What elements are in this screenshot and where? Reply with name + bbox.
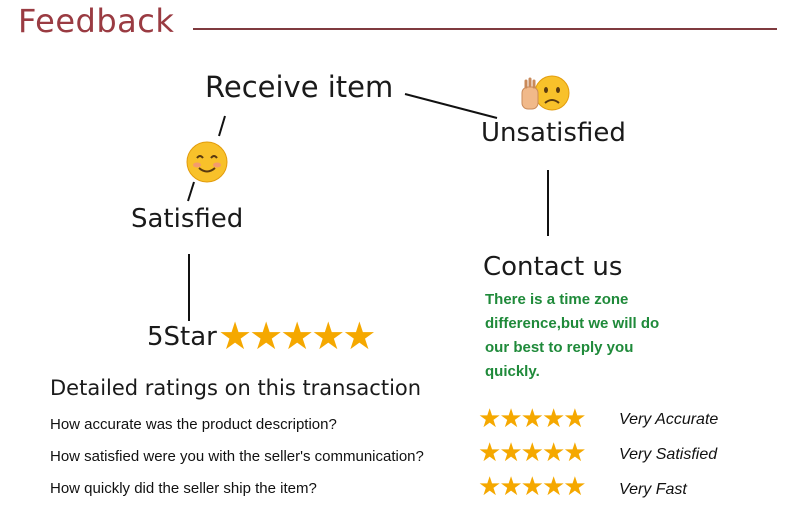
receive-item-node: Receive item [205,70,394,104]
connector-receive-satisfied-lower [187,181,195,202]
rating-stars: ★★★★★ [478,437,587,468]
star-icon: ★ [520,471,544,501]
rating-stars: ★★★★★ [478,471,587,502]
raised-hand-frowning-face-icon [518,73,574,117]
star-icon: ★ [478,437,501,467]
overall-star-rating: ★★★★★ [218,316,376,358]
star-icon: ★ [218,316,252,358]
rating-stars: ★★★★★ [478,403,587,434]
star-icon: ★ [478,403,501,433]
star-icon: ★ [342,316,376,358]
contact-note: There is a time zone difference,but we w… [485,291,660,380]
contact-us-node: Contact us [483,252,623,282]
star-icon: ★ [563,437,586,467]
page-title: Feedback [18,2,175,40]
rating-label: Very Satisfied [619,446,718,463]
rating-label: Very Accurate [619,411,719,428]
connector-receive-unsatisfied [404,93,498,119]
five-star-label: 5Star [147,322,217,352]
star-icon: ★ [541,437,565,467]
star-icon: ★ [499,403,522,433]
rating-question: How satisfied were you with the seller's… [50,448,424,465]
star-icon: ★ [499,471,522,501]
star-icon: ★ [478,471,501,501]
star-icon: ★ [249,316,283,358]
star-icon: ★ [311,316,345,358]
star-icon: ★ [520,437,544,467]
connector-receive-satisfied-upper [218,115,226,137]
star-icon: ★ [563,403,586,433]
rating-question: How accurate was the product description… [50,416,337,433]
star-icon: ★ [520,403,544,433]
star-icon: ★ [499,437,522,467]
star-icon: ★ [541,403,565,433]
ratings-heading: Detailed ratings on this transaction [50,376,422,400]
rating-question: How quickly did the seller ship the item… [50,480,317,497]
satisfied-node: Satisfied [131,204,244,234]
rating-label: Very Fast [619,481,687,498]
star-icon: ★ [563,471,586,501]
star-icon: ★ [280,316,314,358]
star-icon: ★ [541,471,565,501]
unsatisfied-node: Unsatisfied [481,118,626,148]
smiling-face-icon [185,140,229,189]
title-divider [193,28,777,30]
